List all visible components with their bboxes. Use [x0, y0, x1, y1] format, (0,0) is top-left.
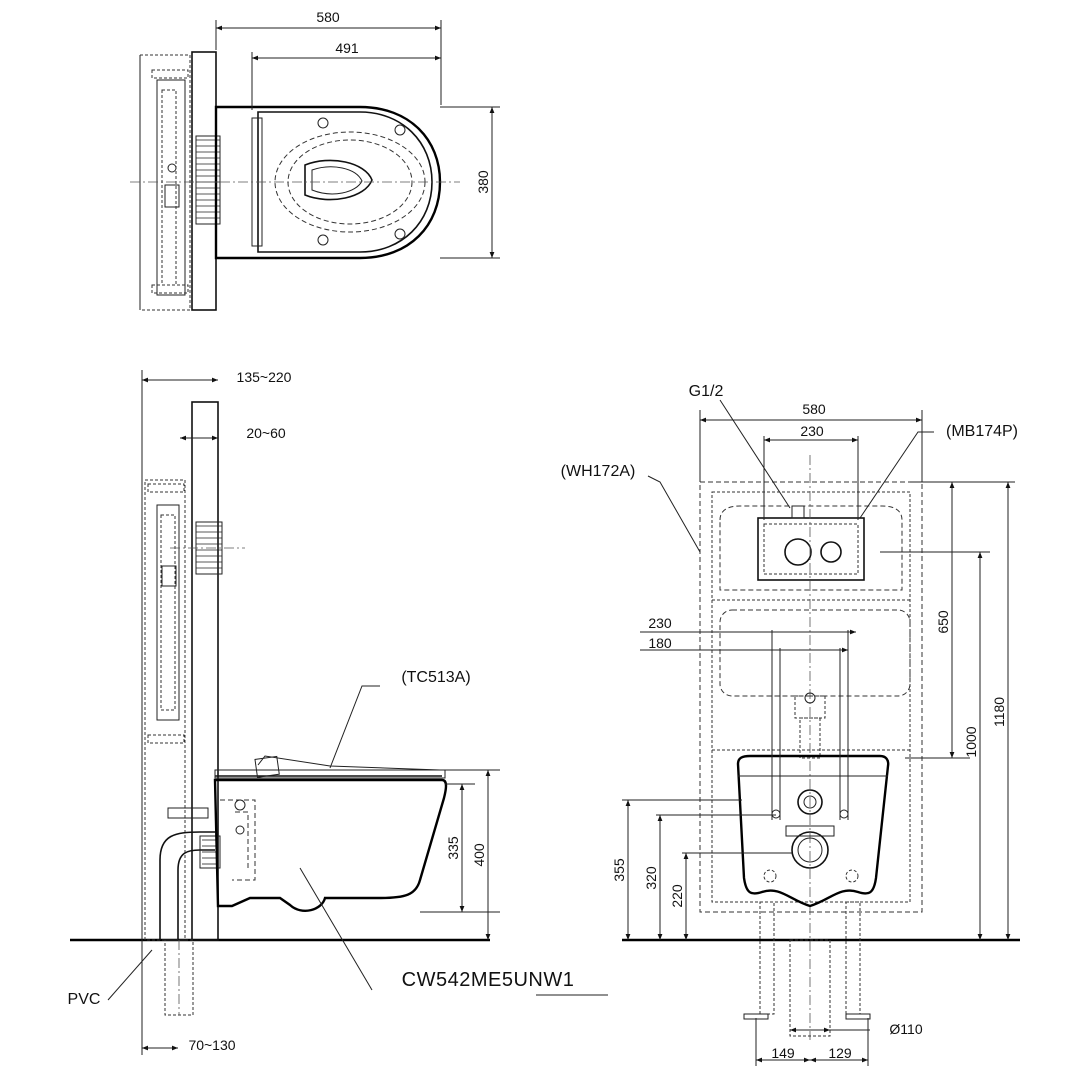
- dim-front-129: 129: [828, 1045, 852, 1061]
- dim-front-1000: 1000: [963, 726, 979, 757]
- dim-side-20-60: 20~60: [246, 425, 286, 441]
- dim-side-135-220: 135~220: [237, 369, 292, 385]
- dim-front-220: 220: [669, 884, 685, 908]
- label-pvc: PVC: [68, 991, 101, 1008]
- side-view: 135~220 20~60 335 400 70~130 (TC513A) CW…: [68, 369, 608, 1055]
- dim-side-400: 400: [471, 843, 487, 867]
- dim-top-380: 380: [475, 170, 491, 194]
- dim-front-580: 580: [802, 401, 826, 417]
- dim-front-1180: 1180: [991, 697, 1007, 727]
- dim-top-580: 580: [316, 9, 340, 25]
- front-view: 580 230 230 180 G1/2 (MB174P) (WH172A) 6…: [561, 383, 1020, 1066]
- dim-top-491: 491: [335, 40, 359, 56]
- dim-front-180: 180: [648, 635, 672, 651]
- dim-side-70-130: 70~130: [188, 1037, 235, 1053]
- dim-front-230-plate: 230: [800, 423, 824, 439]
- dim-side-335: 335: [445, 836, 461, 860]
- dim-front-149: 149: [771, 1045, 795, 1061]
- dim-front-355: 355: [611, 858, 627, 882]
- dim-front-320: 320: [643, 866, 659, 890]
- label-seat-tc513a: (TC513A): [401, 669, 470, 686]
- dim-front-650: 650: [935, 610, 951, 634]
- label-model-number: CW542ME5UNW1: [402, 969, 575, 991]
- label-wh172a: (WH172A): [561, 463, 636, 480]
- label-g12: G1/2: [689, 383, 724, 400]
- top-view: 580 491 380: [130, 9, 500, 311]
- dim-front-drain-dia: Ø110: [889, 1021, 922, 1037]
- label-mb174p: (MB174P): [946, 423, 1018, 440]
- dim-front-230-bolt: 230: [648, 615, 672, 631]
